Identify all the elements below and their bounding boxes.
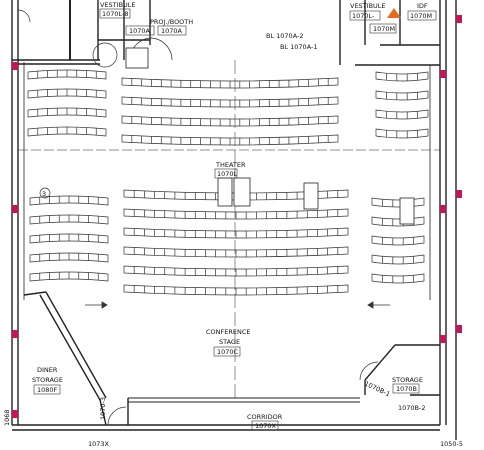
storage-name: STORAGE bbox=[392, 376, 423, 384]
seat-row-lower-center bbox=[123, 246, 349, 258]
seat-row-upper-center bbox=[121, 96, 339, 108]
seat-row-lower-center bbox=[123, 227, 349, 239]
idf-name: IDF bbox=[417, 2, 428, 10]
conference-line1: CONFERENCE bbox=[206, 328, 251, 336]
vestibule-left-name: VESTIBULE bbox=[100, 1, 136, 9]
seat-row-upper-center bbox=[121, 115, 339, 127]
bl-a2-label: BL 1070A-2 bbox=[266, 32, 303, 40]
bl-a1-label: BL 1070A-1 bbox=[280, 43, 317, 51]
vestibule-right-name: VESTIBULE bbox=[350, 2, 386, 10]
bottom-right-label: 1050-5 bbox=[440, 440, 463, 448]
seat-row-upper-left bbox=[27, 126, 107, 137]
seat-row-upper-center bbox=[121, 134, 339, 146]
theater-name: THEATER bbox=[215, 161, 246, 169]
diner-line1: DINER bbox=[37, 366, 58, 374]
seat-row-lower-center bbox=[123, 189, 349, 201]
seat-row-lower-left bbox=[29, 233, 109, 244]
seat-row-upper-left bbox=[27, 107, 107, 118]
vestibule-left-tag bbox=[99, 8, 131, 19]
theater-tag bbox=[214, 168, 238, 179]
storage-number: 1070B bbox=[396, 385, 417, 393]
arrows bbox=[85, 301, 390, 309]
vestibule-left-sub-tag bbox=[125, 25, 155, 36]
vestibule-right-sub-number: 1070M bbox=[373, 25, 395, 33]
conference-number: 1070C bbox=[217, 348, 239, 356]
seat-row-lower-right bbox=[371, 273, 425, 284]
seat-row-lower-center bbox=[123, 265, 349, 277]
idf-number: 1070M bbox=[410, 12, 432, 20]
vestibule-left-number: 1070L-8 bbox=[102, 10, 129, 18]
seat-row-upper-left bbox=[27, 69, 107, 80]
seat-row-lower-right bbox=[371, 216, 425, 227]
idf-tag bbox=[407, 10, 437, 21]
bottom-left-label: 1073X bbox=[88, 440, 110, 448]
door-1070-3-label: 1070-3 bbox=[99, 397, 107, 420]
corridor-name: CORRIDOR bbox=[247, 413, 283, 421]
seat-row-lower-right bbox=[371, 254, 425, 265]
proj-booth-name: PROJ./BOOTH bbox=[150, 18, 193, 26]
door-1070b2-label: 1070B-2 bbox=[398, 404, 425, 412]
left-edge-label: 1068 bbox=[3, 409, 11, 426]
seat-row-upper-right bbox=[375, 109, 429, 120]
circle-three-label: 3 bbox=[42, 190, 46, 198]
diner-line2: STORAGE bbox=[32, 376, 63, 384]
vestibule-right-sub-tag bbox=[369, 23, 397, 34]
seat-row-upper-left bbox=[27, 88, 107, 99]
equipment-icons bbox=[125, 47, 415, 225]
proj-booth-number: 1070A bbox=[161, 27, 183, 35]
door-swings bbox=[17, 9, 379, 426]
proj-booth-tag bbox=[157, 25, 187, 36]
storage-tag bbox=[392, 383, 420, 394]
seat-row-upper-right bbox=[375, 90, 429, 101]
vestibule-right-tag bbox=[349, 10, 381, 21]
conference-tag bbox=[213, 346, 241, 357]
seat-row-lower-left bbox=[29, 252, 109, 263]
vestibule-left-sub-number: 1070A bbox=[129, 27, 151, 35]
corridor-tag bbox=[251, 420, 279, 431]
seat-row-lower-left bbox=[29, 195, 109, 206]
column-markers bbox=[12, 15, 462, 418]
orange-marker bbox=[387, 8, 401, 18]
seating-area bbox=[27, 69, 429, 296]
diner-number: 1080F bbox=[37, 386, 58, 394]
theater-number: 1070L bbox=[217, 170, 238, 178]
seat-row-lower-center bbox=[123, 208, 349, 220]
door-1070b1-label: 1070B-1 bbox=[363, 380, 391, 399]
corridor-number: 1070X bbox=[255, 422, 277, 430]
seat-row-lower-left bbox=[29, 271, 109, 282]
vestibule-right-number: 1070L- bbox=[352, 12, 375, 20]
seat-row-upper-right bbox=[375, 71, 429, 82]
seat-row-upper-center bbox=[121, 77, 339, 89]
seat-row-lower-right bbox=[371, 235, 425, 246]
conference-line2: STAGE bbox=[219, 338, 240, 346]
seat-row-lower-center bbox=[123, 284, 349, 296]
seat-row-upper-right bbox=[375, 128, 429, 139]
seat-row-lower-right bbox=[371, 197, 425, 208]
seat-row-lower-left bbox=[29, 214, 109, 225]
diner-tag bbox=[33, 384, 61, 395]
